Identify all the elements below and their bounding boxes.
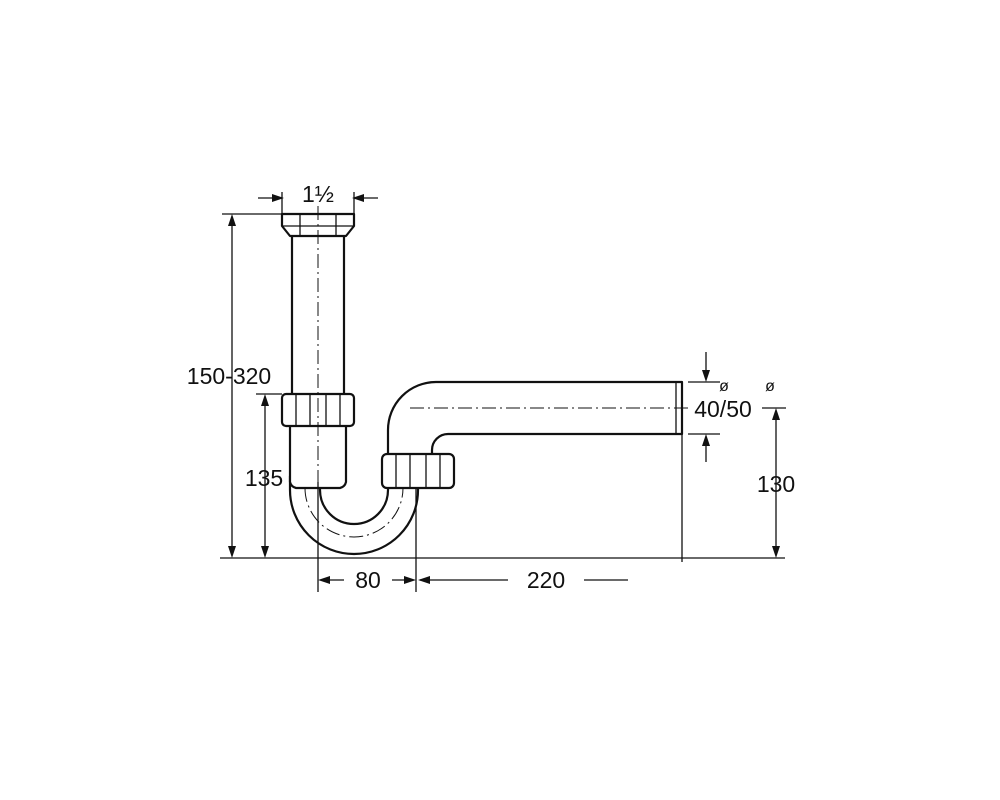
inlet-size-label: 1½	[302, 181, 334, 207]
inlet-height-label: 135	[245, 465, 283, 491]
outlet-height-label: 130	[757, 471, 795, 497]
u-bend	[288, 474, 420, 556]
outlet-length-label: 220	[527, 567, 565, 593]
dimension-lines	[220, 192, 786, 592]
outlet-diameter-label: 40/50	[694, 396, 752, 422]
trap-assembly	[280, 206, 688, 556]
bend-centerline	[304, 487, 404, 538]
total-height-label: 150-320	[187, 363, 271, 389]
diameter-symbol-50: ø	[765, 378, 775, 395]
outlet-pipe	[386, 380, 684, 464]
outlet-union-nut	[380, 452, 456, 490]
trap-width-label: 80	[355, 567, 381, 593]
diameter-symbol-40: ø	[719, 378, 729, 395]
